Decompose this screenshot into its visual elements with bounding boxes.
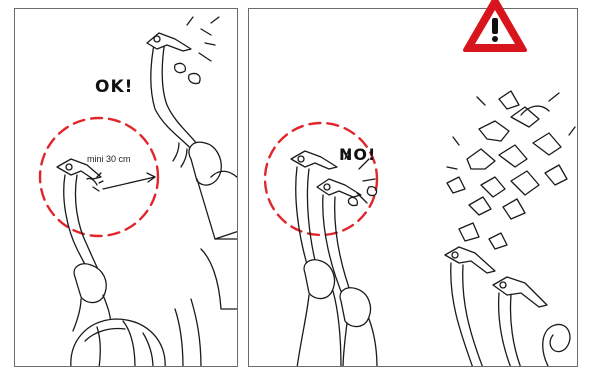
shattered-ice-fragments	[447, 91, 575, 249]
panel-correct-spacing: OK! mini 30 cm	[14, 8, 238, 367]
panel-incorrect-spacing: NO!	[248, 8, 578, 367]
illustration-correct-placement	[15, 9, 238, 367]
climber-helmet	[71, 319, 165, 367]
rope-curl	[543, 324, 570, 367]
warning-triangle-icon	[463, 0, 527, 54]
upper-ice-axe	[151, 39, 201, 151]
incorrect-verdict-label: NO!	[339, 145, 376, 164]
third-ice-axe	[445, 247, 495, 367]
first-ice-axe	[291, 151, 337, 271]
correct-verdict-label: OK!	[95, 77, 133, 97]
danger-zone-circle	[265, 123, 377, 235]
illustration-incorrect-placement	[249, 9, 578, 367]
fourth-ice-axe	[493, 277, 547, 367]
distance-arrow	[103, 177, 155, 189]
minimum-distance-label: mini 30 cm	[87, 154, 131, 164]
